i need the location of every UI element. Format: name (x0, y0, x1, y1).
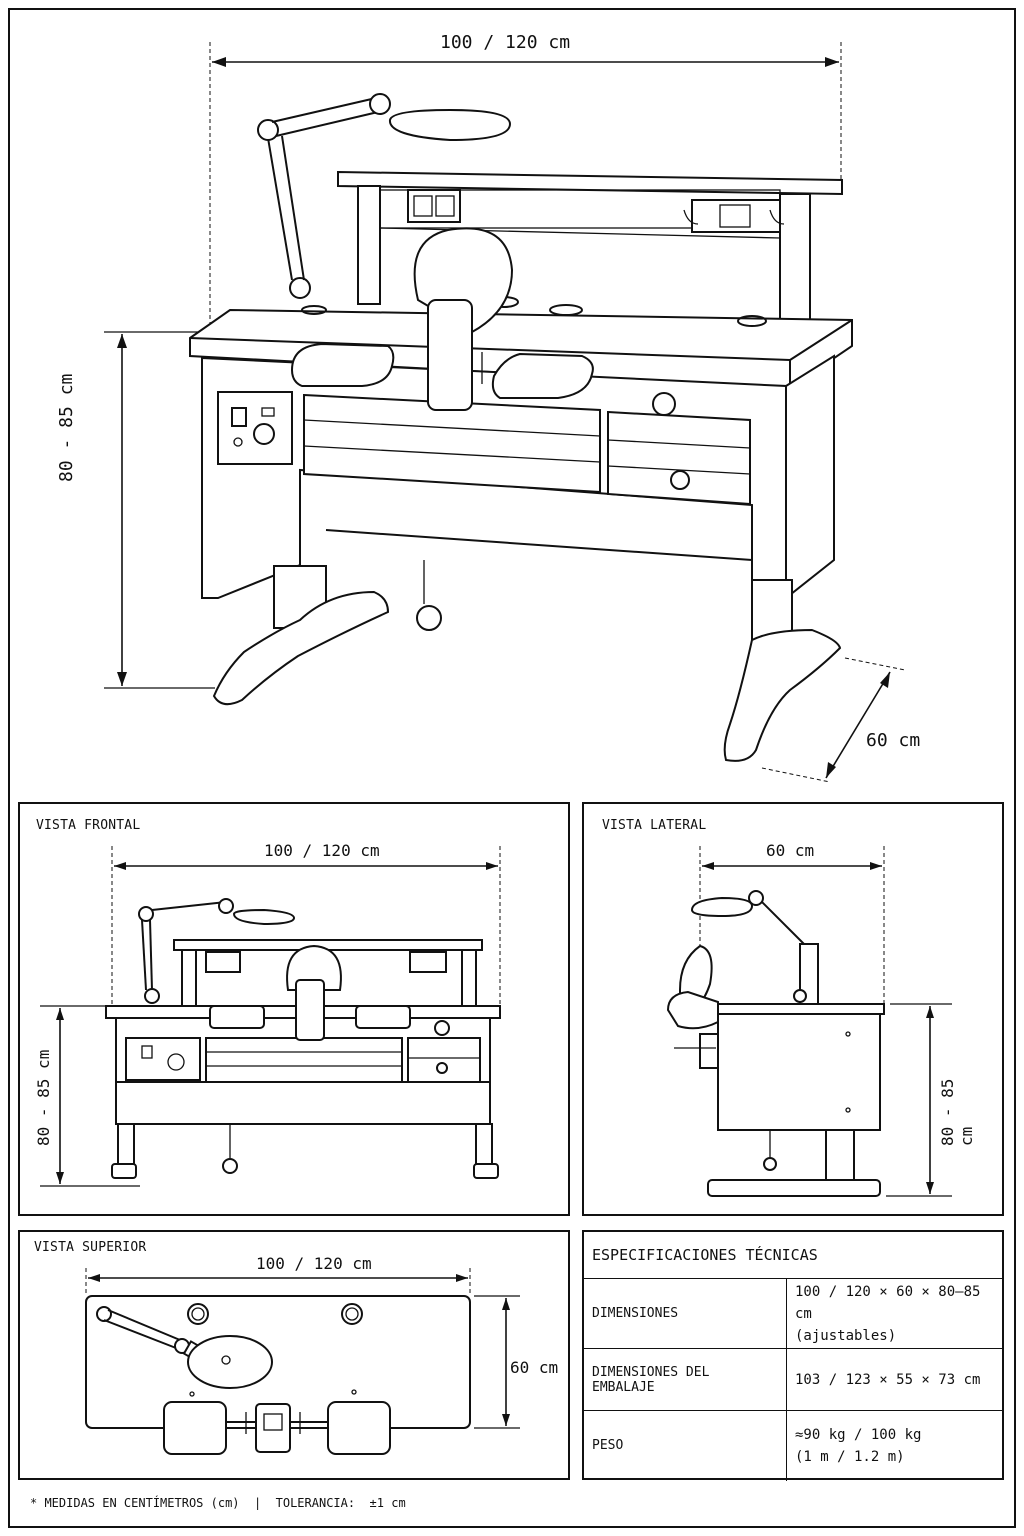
side-depth-label: 60 cm (766, 841, 815, 860)
top-view-panel (18, 1230, 570, 1480)
top-depth-label: 60 cm (510, 1358, 559, 1377)
side-view-panel (582, 802, 1004, 1216)
main-depth-label: 60 cm (866, 730, 921, 751)
front-view-panel (18, 802, 570, 1216)
outer-border (8, 8, 1016, 1528)
top-view-title: VISTA SUPERIOR (34, 1240, 147, 1255)
top-width-label: 100 / 120 cm (256, 1254, 372, 1273)
spec-label-packaging: DIMENSIONES DEL EMBALAJE (584, 1348, 787, 1411)
spec-value-packaging: 103 / 123 × 55 × 73 cm (786, 1348, 1002, 1411)
front-width-label: 100 / 120 cm (264, 841, 380, 860)
specs-table: ESPECIFICACIONES TÉCNICAS DIMENSIONES 10… (582, 1230, 1004, 1481)
spec-label-weight: PESO (584, 1410, 787, 1481)
spec-value-dimensions: 100 / 120 × 60 × 80–85 cm (ajustables) (786, 1278, 1002, 1349)
front-view-title: VISTA FRONTAL (36, 818, 141, 833)
specs-title: ESPECIFICACIONES TÉCNICAS (592, 1246, 818, 1264)
footnote: * MEDIDAS EN CENTÍMETROS (cm) | TOLERANC… (30, 1496, 406, 1510)
spec-value-weight: ≈90 kg / 100 kg (1 m / 1.2 m) (786, 1410, 1002, 1481)
main-workbench-drawing (104, 42, 906, 783)
spec-label-dimensions: DIMENSIONES (584, 1278, 787, 1349)
main-width-label: 100 / 120 cm (440, 32, 571, 53)
side-view-title: VISTA LATERAL (602, 818, 707, 833)
